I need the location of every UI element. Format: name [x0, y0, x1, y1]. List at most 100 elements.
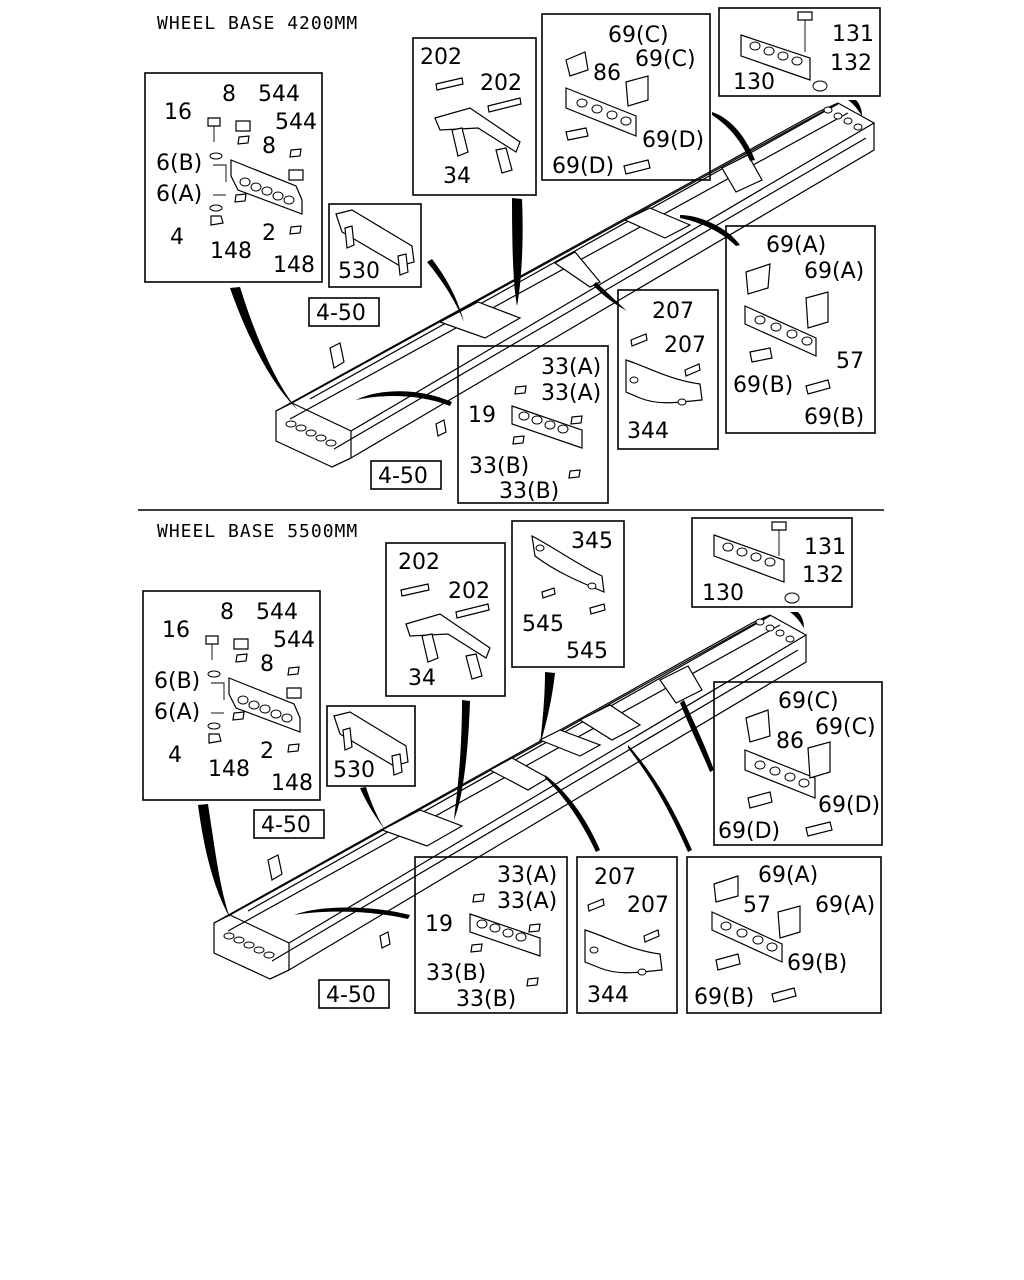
panel-rear-crossmember-130: 131 132 130: [691, 517, 853, 608]
part-label: 33(B): [499, 479, 559, 504]
part-label: 6(A): [156, 182, 202, 207]
panel-crossmember-19: 33(A) 33(A) 19 33(B) 33(B): [457, 345, 609, 504]
reference-box[interactable]: 4-50: [308, 297, 380, 327]
part-label: 6(A): [154, 700, 200, 725]
part-label: 69(B): [804, 405, 864, 430]
part-label: 16: [164, 100, 192, 125]
part-label: 57: [743, 893, 771, 918]
leader-lines: [230, 100, 862, 410]
part-label: 207: [627, 893, 669, 918]
part-label: 69(C): [778, 689, 839, 714]
panel-front-crossmember: 16 8 544 544 8 6(B) 6(A) 4 148 2 148: [142, 590, 321, 801]
reference-label: 4-50: [326, 983, 376, 1008]
panel-front-crossmember: 16 8 544 544 8 6(B) 6(A) 4 148 2 148: [144, 72, 323, 283]
part-label: 69(D): [718, 819, 780, 844]
panel-bracket-530: 530: [328, 203, 422, 288]
reference-box[interactable]: 4-50: [370, 460, 442, 490]
panel-crossmember-344: 207 207 344: [617, 289, 719, 450]
part-label: 33(B): [456, 987, 516, 1012]
part-label: 2: [260, 739, 274, 764]
part-label: 530: [338, 259, 380, 284]
part-label: 4: [170, 225, 184, 250]
part-label: 530: [333, 758, 375, 783]
leader-lines: [198, 612, 804, 919]
part-label: 6(B): [156, 151, 202, 176]
part-label: 207: [594, 865, 636, 890]
part-label: 132: [830, 51, 872, 76]
reference-label: 4-50: [378, 464, 428, 489]
part-label: 2: [262, 221, 276, 246]
part-label: 202: [448, 579, 490, 604]
panel-crossmember-19: 33(A) 33(A) 19 33(B) 33(B): [414, 856, 568, 1014]
frame-assembly: [213, 614, 808, 980]
part-label: 69(A): [758, 863, 818, 888]
part-label: 544: [273, 628, 315, 653]
part-label: 544: [256, 600, 298, 625]
part-label: 69(A): [766, 233, 826, 258]
part-label: 19: [468, 403, 496, 428]
part-label: 148: [273, 253, 315, 278]
part-label: 4: [168, 743, 182, 768]
section-heading: WHEEL BASE 4200MM: [157, 13, 358, 34]
part-label: 130: [733, 70, 775, 95]
part-label: 544: [258, 82, 300, 107]
part-label: 207: [652, 299, 694, 324]
part-label: 69(B): [787, 951, 847, 976]
part-label: 69(A): [804, 259, 864, 284]
part-label: 8: [260, 652, 274, 677]
part-label: 202: [420, 45, 462, 70]
section-wheel-base-5500: WHEEL BASE 5500MM: [142, 517, 883, 1014]
part-label: 545: [566, 639, 608, 664]
part-label: 69(D): [818, 793, 880, 818]
part-label: 544: [275, 110, 317, 135]
part-label: 86: [776, 729, 804, 754]
part-label: 33(A): [541, 355, 601, 380]
part-label: 132: [802, 563, 844, 588]
part-label: 33(B): [469, 454, 529, 479]
part-label: 202: [480, 71, 522, 96]
part-label: 69(A): [815, 893, 875, 918]
reference-label: 4-50: [261, 813, 311, 838]
reference-box[interactable]: 4-50: [253, 809, 325, 839]
reference-label: 4-50: [316, 301, 366, 326]
part-label: 69(B): [694, 985, 754, 1010]
section-wheel-base-4200: WHEEL BASE 4200MM: [144, 7, 881, 504]
part-label: 131: [832, 22, 874, 47]
part-label: 33(A): [541, 381, 601, 406]
part-label: 344: [587, 983, 629, 1008]
part-label: 545: [522, 612, 564, 637]
part-label: 69(C): [635, 47, 696, 72]
part-label: 8: [262, 134, 276, 159]
part-label: 69(D): [642, 128, 704, 153]
panel-rear-crossmember-130: 131 132 130: [718, 7, 881, 97]
panel-crossmember-345: 345 545 545: [511, 520, 625, 668]
part-label: 345: [571, 529, 613, 554]
part-label: 69(C): [815, 715, 876, 740]
part-label: 344: [627, 419, 669, 444]
part-label: 148: [271, 771, 313, 796]
section-heading: WHEEL BASE 5500MM: [157, 521, 358, 542]
panel-crossmember-34: 202 202 34: [412, 37, 537, 196]
part-label: 16: [162, 618, 190, 643]
panel-crossmember-86: 69(C) 69(C) 86 69(D) 69(D): [713, 681, 883, 846]
part-label: 33(A): [497, 889, 557, 914]
part-label: 33(A): [497, 863, 557, 888]
panel-bracket-530: 530: [326, 705, 416, 787]
part-label: 19: [425, 912, 453, 937]
part-label: 69(B): [733, 373, 793, 398]
panel-crossmember-86: 69(C) 69(C) 86 69(D) 69(D): [541, 13, 711, 181]
part-label: 69(C): [608, 23, 669, 48]
part-label: 202: [398, 550, 440, 575]
part-label: 69(D): [552, 154, 614, 179]
panel-crossmember-344: 207 207 344: [576, 856, 678, 1014]
frame-assembly: [275, 102, 876, 468]
part-label: 57: [836, 349, 864, 374]
part-label: 148: [208, 757, 250, 782]
part-label: 207: [664, 333, 706, 358]
panel-crossmember-57: 69(A) 57 69(A) 69(B) 69(B): [686, 856, 882, 1014]
part-label: 130: [702, 581, 744, 606]
reference-box[interactable]: 4-50: [318, 979, 390, 1009]
part-label: 131: [804, 535, 846, 560]
part-label: 86: [593, 61, 621, 86]
